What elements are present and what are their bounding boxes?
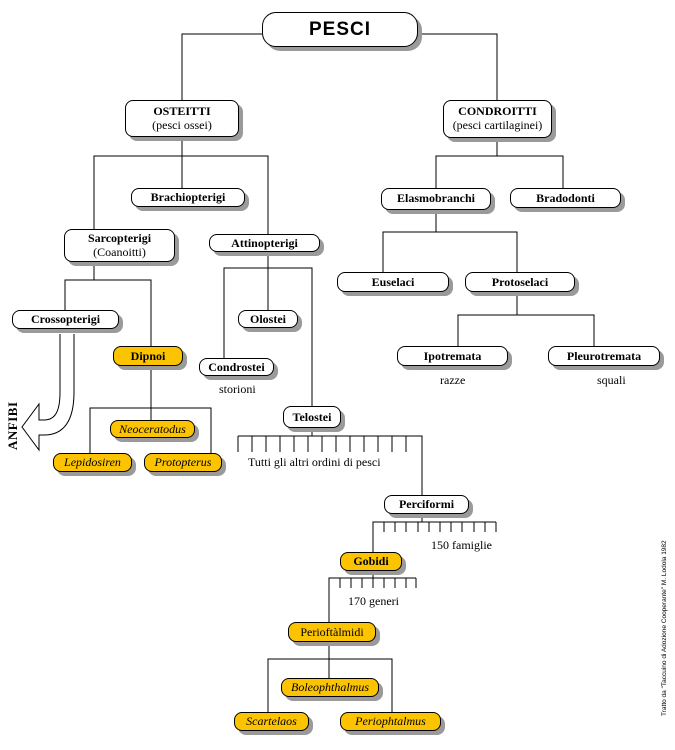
node-perciformi: Perciformi — [384, 495, 469, 514]
node-crossopterigi: Crossopterigi — [12, 310, 119, 329]
node-attinopterigi: Attinopterigi — [209, 234, 320, 252]
node-telostei: Telostei — [283, 406, 341, 428]
condroitti-label: CONDROITTI — [458, 104, 537, 118]
node-sarcopterigi: Sarcopterigi (Coanoitti) — [64, 229, 175, 262]
pleurotremata-common-name: squali — [597, 373, 626, 387]
node-pleurotremata: Pleurotremata — [548, 346, 660, 366]
node-scartelaos: Scartelaos — [234, 712, 309, 731]
node-bradodonti: Bradodonti — [510, 188, 621, 208]
node-gobidi: Gobidi — [340, 552, 402, 571]
node-protopterus: Protopterus — [144, 453, 222, 472]
node-neoceratodus: Neoceratodus — [110, 420, 195, 438]
condrostei-common-name: storioni — [219, 382, 256, 396]
node-brachiopterigi: Brachiopterigi — [131, 188, 245, 207]
node-periophtalmus: Periophtalmus — [340, 712, 441, 731]
node-euselaci: Euselaci — [337, 272, 449, 292]
root-node-pesci: PESCI — [262, 12, 418, 47]
node-ipotremata: Ipotremata — [397, 346, 508, 366]
sarcopterigi-label: Sarcopterigi — [87, 231, 152, 245]
node-condroitti: CONDROITTI (pesci cartilaginei) — [443, 100, 552, 138]
osteitti-note: (pesci ossei) — [152, 118, 212, 132]
node-dipnoi: Dipnoi — [113, 346, 183, 366]
node-lepidosiren: Lepidosiren — [53, 453, 132, 472]
node-osteitti: OSTEITTI (pesci ossei) — [125, 100, 239, 137]
osteitti-label: OSTEITTI — [153, 104, 211, 118]
sarcopterigi-note: (Coanoitti) — [93, 245, 146, 259]
source-credit: Tratto da "Taccuino di Adozione Cooperan… — [661, 540, 668, 716]
node-perioftalmidi: Perioftàlmidi — [288, 622, 376, 642]
ipotremata-common-name: razze — [440, 373, 466, 387]
node-condrostei: Condrostei — [199, 358, 274, 376]
node-protoselaci: Protoselaci — [465, 272, 575, 292]
node-boleophthalmus: Boleophthalmus — [281, 678, 379, 697]
other-orders-label: Tutti gli altri ordini di pesci — [248, 455, 381, 469]
anfibi-label: ANFIBI — [5, 401, 20, 450]
node-olostei: Olostei — [238, 310, 298, 328]
node-elasmobranchi: Elasmobranchi — [381, 188, 491, 210]
genera-count-label: 170 generi — [348, 594, 399, 608]
families-count-label: 150 famiglie — [431, 538, 492, 552]
condroitti-note: (pesci cartilaginei) — [452, 118, 543, 132]
